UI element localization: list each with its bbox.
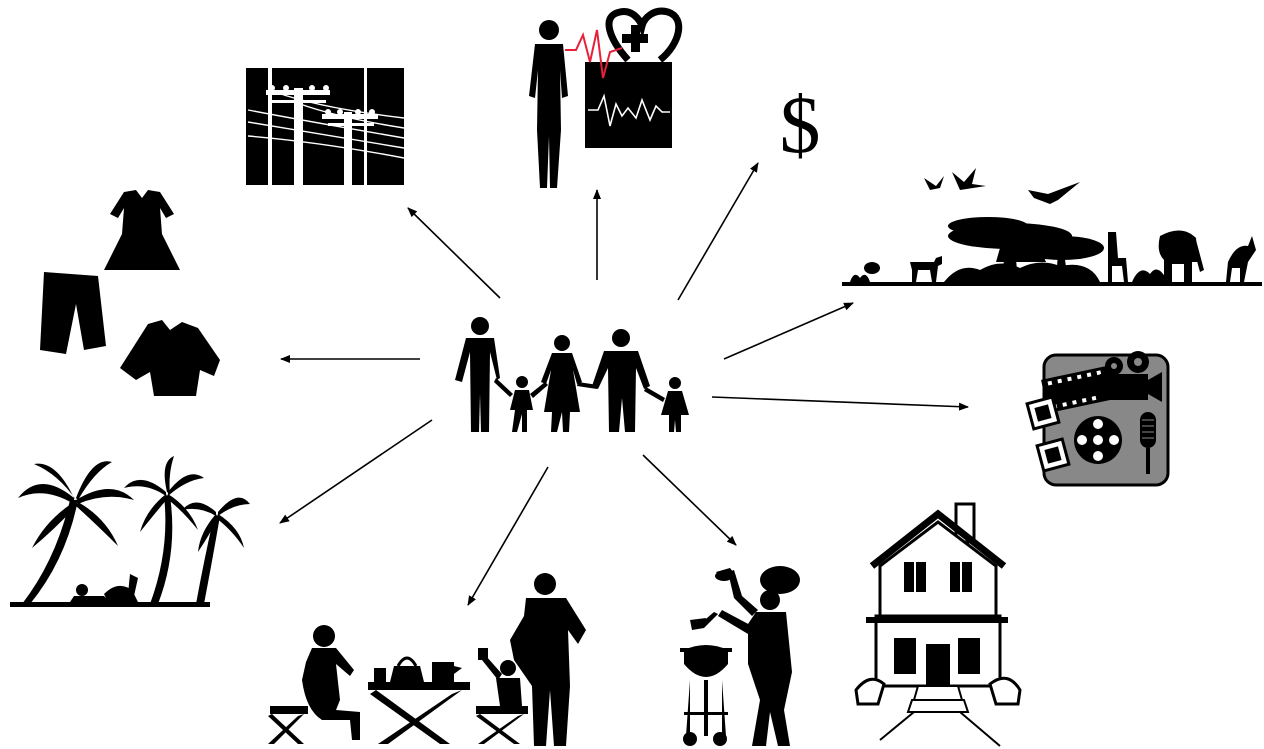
connector-arrows <box>279 162 969 606</box>
family-silhouette-icon <box>455 317 689 432</box>
house-icon <box>854 502 1022 747</box>
arrow-to-vacation <box>279 419 433 524</box>
health-heart-monitor-icon <box>529 7 683 188</box>
arrow-to-cooking <box>642 454 737 546</box>
dollar-sign-icon: $ <box>780 79 821 170</box>
film-camera-media-icon <box>1025 351 1170 487</box>
arrow-to-money <box>677 162 759 301</box>
palm-trees-beach-icon <box>10 456 250 607</box>
arrow-to-media <box>711 396 969 411</box>
power-lines-icon <box>246 68 405 185</box>
savanna-wildlife-icon <box>842 168 1262 286</box>
arrow-to-family-meal <box>467 466 549 606</box>
clothing-icon <box>40 190 220 396</box>
dollar-sign-text: $ <box>780 79 821 170</box>
arrow-to-nature <box>723 302 854 360</box>
picnic-table-family-icon <box>268 573 586 746</box>
barbecue-chef-icon <box>680 566 800 746</box>
arrow-to-utilities <box>407 207 501 299</box>
